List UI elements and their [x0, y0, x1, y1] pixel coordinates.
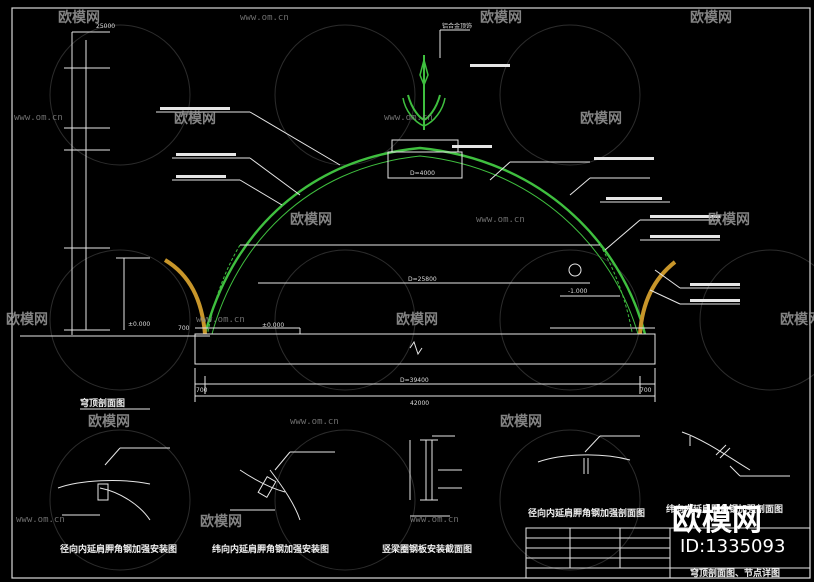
watermark-url: www.om.cn	[410, 515, 459, 525]
left-arch	[163, 258, 207, 335]
watermark-url: www.om.cn	[14, 113, 63, 123]
top-ornament-label: 铝合金顶饰	[442, 22, 472, 30]
watermark-brand: 欧模网	[200, 513, 242, 530]
base-platform: 700 ±0.000	[178, 322, 656, 365]
horizontal-dimensions: D=39400 42000 700 700	[194, 368, 656, 407]
dim-total-label: 42000	[410, 400, 429, 407]
elev-base-label: ±0.000	[128, 321, 150, 328]
title-block-label: 穹顶剖面图、节点详图	[690, 567, 780, 579]
side-tag-left: 700	[196, 387, 208, 394]
detail-5-caption: 纬向内延肩胛角钢加强剖面图	[666, 503, 783, 515]
detail-1-caption: 径向内延肩胛角钢加强安装图	[60, 543, 177, 555]
watermark-brand: 欧模网	[6, 311, 48, 328]
detail-2: 纬向内延肩胛角钢加强安装图	[212, 451, 335, 555]
watermark-brand: 欧模网	[690, 9, 732, 26]
watermark-brand: 欧模网	[780, 311, 814, 328]
level-label-1: ±0.000	[262, 322, 284, 329]
dome-section	[203, 146, 647, 335]
detail-4-caption: 径向内延肩胛角钢加强剖面图	[528, 507, 645, 519]
detail-1: 径向内延肩胛角钢加强安装图	[57, 447, 177, 555]
watermark-rings	[49, 24, 814, 571]
watermark-id: ID:1335093	[680, 536, 785, 557]
elev-top-label: 25000	[96, 23, 115, 30]
watermark-url: www.om.cn	[384, 113, 433, 123]
detail-4: 径向内延肩胛角钢加强剖面图	[528, 435, 645, 519]
watermarks: 欧模网 www.om.cn 欧模网 欧模网 www.om.cn 欧模网 www.…	[6, 9, 814, 557]
detail-3: 竖梁圈钢板安装截面图	[382, 435, 472, 555]
watermark-brand: 欧模网	[708, 211, 750, 228]
watermark-brand: 欧模网	[580, 110, 622, 127]
side-tag-right: 700	[640, 387, 652, 394]
right-arch	[638, 260, 677, 335]
dim-top-label: D=4000	[410, 170, 435, 177]
watermark-brand: 欧模网	[396, 311, 438, 328]
watermark-url: www.om.cn	[240, 13, 289, 23]
detail-3-caption: 竖梁圈钢板安装截面图	[382, 543, 472, 555]
span-dimension-label: D=25800	[408, 276, 437, 283]
watermark-brand: 欧模网	[88, 413, 130, 430]
watermark-brand: 欧模网	[174, 110, 216, 127]
watermark-url: www.om.cn	[16, 515, 65, 525]
leaders-right	[452, 64, 740, 305]
watermark-brand: 欧模网	[58, 9, 100, 26]
level-label-2: -1.000	[568, 288, 588, 295]
base-tag-left: 700	[178, 325, 190, 332]
elevation-dimension: 25000 ±0.000	[64, 23, 150, 335]
leaders-left	[156, 107, 341, 206]
watermark-url: www.om.cn	[196, 315, 245, 325]
watermark-url: www.om.cn	[290, 417, 339, 427]
dim-inner-label: D=39400	[400, 377, 429, 384]
detail-5	[681, 431, 790, 477]
watermark-url: www.om.cn	[476, 215, 525, 225]
watermark-brand-large: 欧模网	[672, 503, 762, 538]
level-symbol: -1.000	[560, 263, 620, 297]
drawing-frame	[11, 7, 811, 579]
detail-2-caption: 纬向内延肩胛角钢加强安装图	[212, 543, 329, 555]
watermark-brand: 欧模网	[480, 9, 522, 26]
watermark-brand: 欧模网	[500, 413, 542, 430]
main-title: 穹顶剖面图	[80, 397, 125, 409]
title-block: 纬向内延肩胛角钢加强剖面图 穹顶剖面图、节点详图	[525, 503, 811, 579]
watermark-brand: 欧模网	[290, 211, 332, 228]
